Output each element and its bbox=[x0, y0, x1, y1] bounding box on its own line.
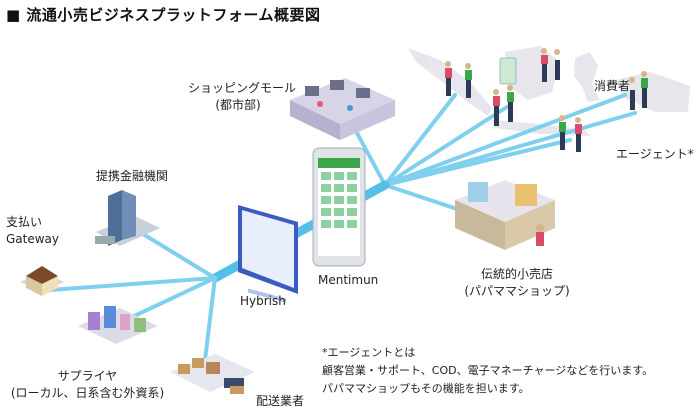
footnote-line3: パパママショップもその機能を担います。 bbox=[322, 382, 530, 395]
bank-building-illustration bbox=[95, 190, 160, 246]
link-hub-consumer-3 bbox=[383, 93, 627, 187]
label-shopping-mall-line2: (都市部) bbox=[215, 98, 261, 112]
supplier-city-illustration bbox=[78, 306, 158, 344]
label-shopping-mall: ショッピングモール (都市部) bbox=[188, 80, 297, 114]
label-supplier: サプライヤ (ローカル、日系含む外資系) bbox=[0, 368, 175, 402]
label-payment-gateway: 支払い Gateway bbox=[6, 214, 59, 248]
hybrish-screen bbox=[238, 205, 298, 303]
consumer-people bbox=[445, 48, 648, 126]
label-traditional-line1: 伝統的小売店 bbox=[480, 267, 553, 281]
label-traditional-store: 伝統的小売店 (パパママショップ) bbox=[462, 266, 572, 300]
mentimun-phone bbox=[312, 147, 366, 267]
shopping-mall-illustration bbox=[290, 78, 395, 140]
label-partner-finance: 提携金融機関 bbox=[96, 169, 169, 183]
footnote-line2: 顧客営業・サポート、COD、電子マネーチャージなどを行います。 bbox=[322, 364, 654, 377]
traditional-store-illustration bbox=[455, 180, 555, 250]
label-payment-line1: 支払い bbox=[6, 215, 43, 229]
link-hub-consumer-2 bbox=[383, 103, 512, 187]
label-shopping-mall-line1: ショッピングモール bbox=[188, 81, 297, 95]
footnote-line1: *エージェントとは bbox=[322, 346, 416, 359]
link-hub-agent-2 bbox=[383, 138, 572, 187]
delivery-illustration bbox=[170, 354, 255, 394]
link-hub-consumer-1 bbox=[383, 93, 457, 187]
map-island-sulawesi bbox=[574, 52, 600, 102]
label-supplier-line1: サプライヤ bbox=[57, 369, 118, 383]
gateway-house-illustration bbox=[20, 266, 64, 296]
label-supplier-line2: (ローカル、日系含む外資系) bbox=[10, 386, 165, 400]
agent-people bbox=[559, 115, 582, 152]
label-delivery: 配送業者 bbox=[256, 394, 305, 408]
link-hybrish-delivery bbox=[203, 276, 217, 362]
link-hybrish-gateway bbox=[48, 276, 217, 292]
label-traditional-line2: (パパママショップ) bbox=[464, 284, 570, 298]
label-consumer: 消費者 bbox=[594, 79, 631, 93]
label-hybrish: Hybrish bbox=[240, 294, 286, 308]
label-payment-line2: Gateway bbox=[6, 232, 60, 246]
label-mentimun: Mentimun bbox=[318, 273, 379, 287]
diagram-title: ■ 流通小売ビジネスプラットフォーム概要図 bbox=[6, 6, 321, 24]
label-agent: エージェント* bbox=[616, 147, 694, 161]
agent-footnote: *エージェントとは 顧客営業・サポート、COD、電子マネーチャージなどを行います… bbox=[322, 344, 653, 398]
